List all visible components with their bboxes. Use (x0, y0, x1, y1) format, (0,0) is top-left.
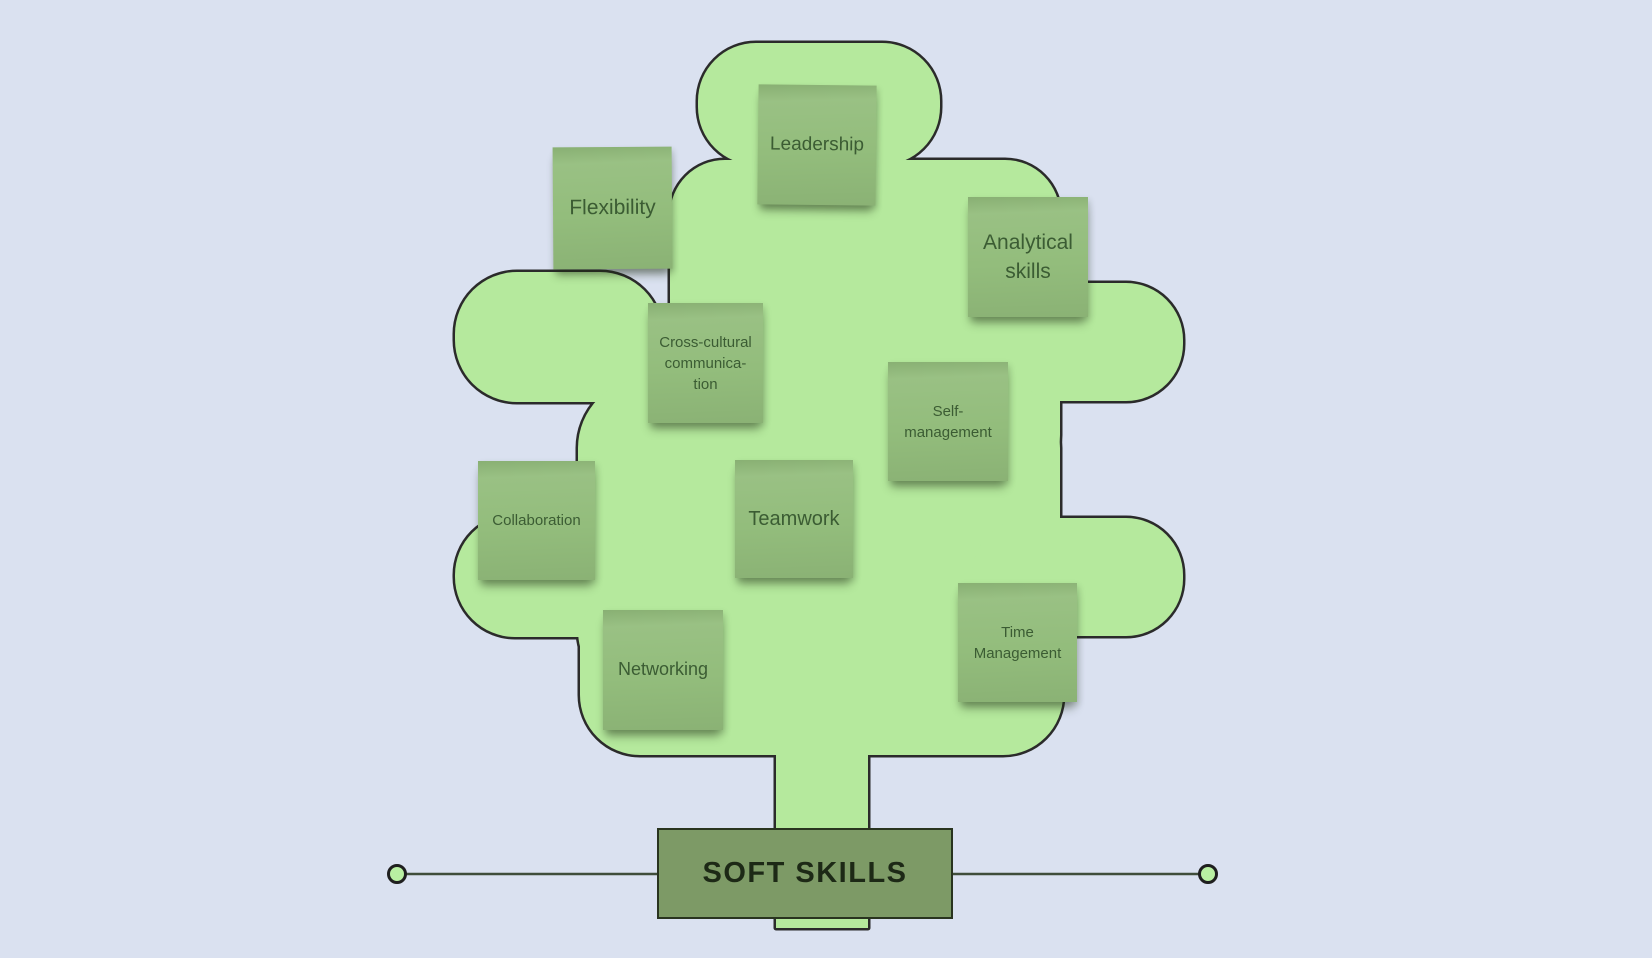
sticky-note-networking[interactable]: Networking (603, 610, 723, 730)
sticky-note-label: Collaboration (492, 512, 581, 529)
sticky-note-time-management[interactable]: Time Management (958, 583, 1077, 702)
sticky-note-label: Self- management (904, 402, 992, 441)
sticky-note-leadership[interactable]: Leadership (757, 84, 877, 206)
sticky-note-analytical-skills[interactable]: Analytical skills (968, 197, 1088, 317)
sticky-note-label: Time Management (973, 623, 1062, 662)
sticky-note-cross-cultural-communication[interactable]: Cross-cultural communica- tion (648, 303, 763, 423)
sticky-note-flexibility[interactable]: Flexibility (552, 146, 673, 270)
sticky-note-label: Networking (617, 659, 709, 680)
sticky-note-teamwork[interactable]: Teamwork (735, 460, 853, 578)
connector-endpoint-left[interactable] (387, 864, 407, 884)
sticky-note-label: Analytical skills (983, 230, 1073, 283)
sticky-note-label: Flexibility (569, 195, 656, 220)
sticky-note-collaboration[interactable]: Collaboration (478, 461, 595, 580)
connector-endpoint-right[interactable] (1198, 864, 1218, 884)
root-label-text: SOFT SKILLS (702, 857, 908, 889)
sticky-note-label: Leadership (769, 133, 865, 156)
sticky-note-label: Cross-cultural communica- tion (659, 333, 752, 393)
sticky-note-label: Teamwork (748, 508, 840, 530)
soft-skills-root-label[interactable]: SOFT SKILLS (657, 828, 953, 919)
sticky-note-self-management[interactable]: Self- management (888, 362, 1008, 481)
